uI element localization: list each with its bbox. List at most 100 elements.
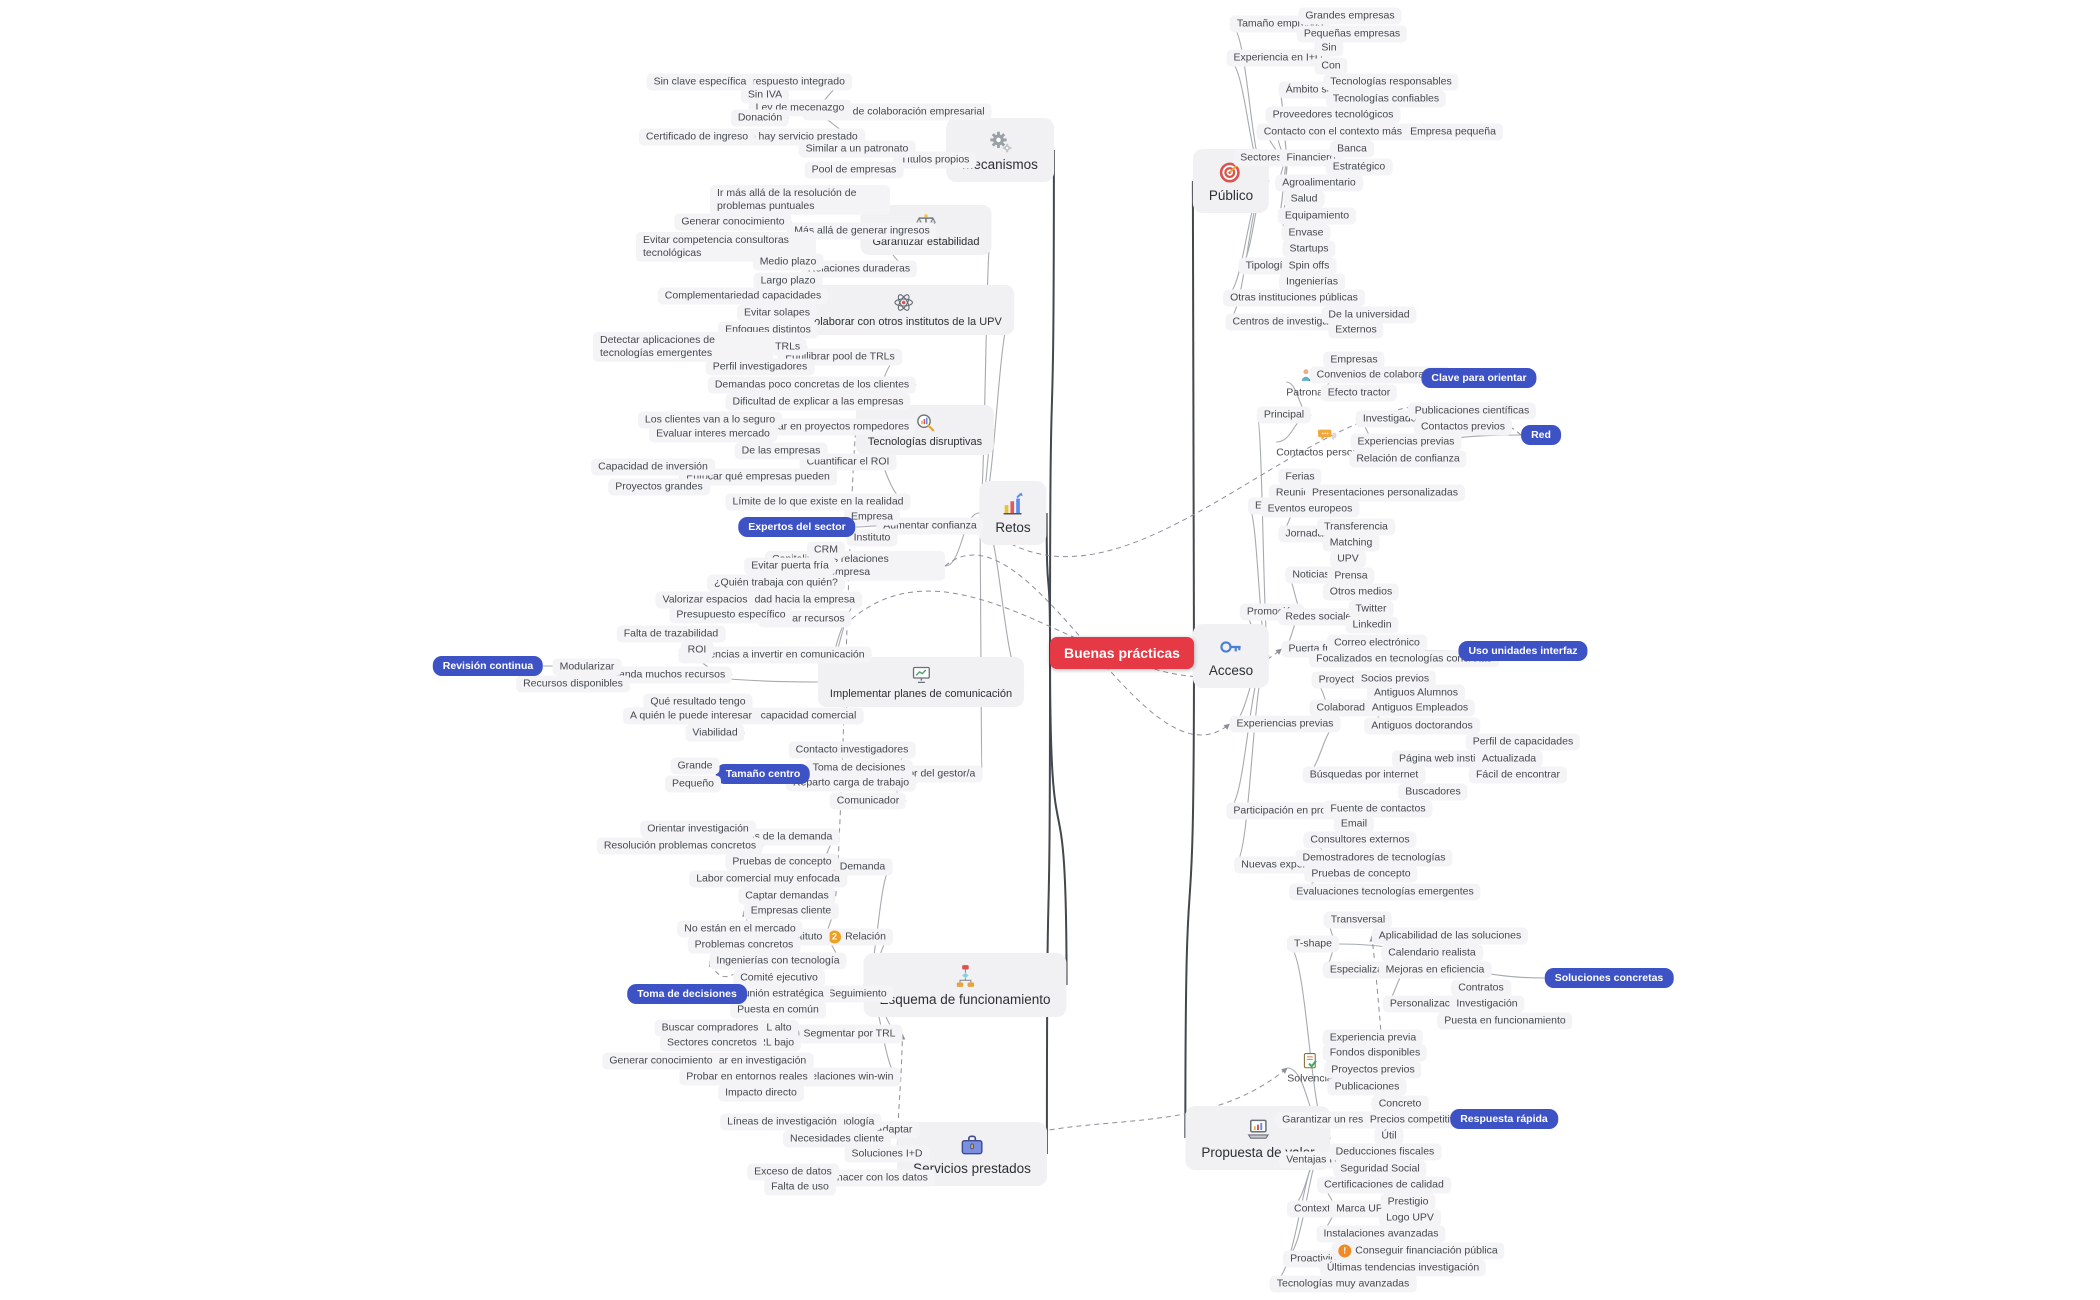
node-pr-precios[interactable]: Precios competitivos xyxy=(1362,1111,1474,1129)
node-pr-proyectos[interactable]: Proyectos previos xyxy=(1324,1061,1422,1079)
node-r-irmas[interactable]: Ir más allá de la resolución de problema… xyxy=(710,184,890,216)
node-a-socios[interactable]: Socios previos xyxy=(1353,670,1437,688)
node-e-nomercado[interactable]: No están en el mercado xyxy=(677,920,803,938)
node-center[interactable]: Buenas prácticas xyxy=(1050,637,1194,669)
node-a-pagina[interactable]: Página web instituto xyxy=(1392,750,1500,768)
node-retos[interactable]: Retos xyxy=(979,481,1047,545)
node-p-spinoffs[interactable]: Spin offs xyxy=(1281,257,1337,275)
node-t-puestafunc[interactable]: Puesta en funcionamiento xyxy=(1437,1012,1573,1030)
node-a-doctorandos[interactable]: Antiguos doctorandos xyxy=(1364,717,1480,735)
node-r-relaciones[interactable]: Relaciones duraderas xyxy=(800,260,918,278)
node-resp-badge[interactable]: Respuesta rápida xyxy=(1450,1109,1558,1129)
node-p-conf[interactable]: Tecnologías confiables xyxy=(1325,90,1447,108)
node-e-pruebas[interactable]: Pruebas de concepto xyxy=(725,853,839,871)
node-pr-seguridad[interactable]: Seguridad Social xyxy=(1333,1160,1427,1178)
node-e-generar[interactable]: Generar conocimiento xyxy=(602,1052,720,1070)
node-r-masalla[interactable]: Más allá de generar ingresos xyxy=(787,222,937,240)
node-a-facil[interactable]: Fácil de encontrar xyxy=(1468,766,1568,784)
node-a-expprev1[interactable]: Experiencias previas xyxy=(1350,433,1462,451)
node-r-colaborar[interactable]: Colaborar con otros institutos de la UPV xyxy=(794,285,1014,335)
node-p-externos[interactable]: Externos xyxy=(1328,321,1384,339)
node-r-aumentar[interactable]: Aumentar confianza xyxy=(876,517,984,535)
node-pr-prestigio[interactable]: Prestigio xyxy=(1380,1193,1436,1211)
node-pr-expprev[interactable]: Experiencia previa xyxy=(1322,1029,1424,1047)
node-m-siniva[interactable]: Sin IVA xyxy=(740,86,790,104)
node-uso-badge[interactable]: Uso unidades interfaz xyxy=(1458,641,1588,661)
node-a-empleados[interactable]: Antiguos Empleados xyxy=(1364,699,1476,717)
node-m-donacion[interactable]: Donación xyxy=(730,109,790,127)
node-a-evaluaciones[interactable]: Evaluaciones tecnologías emergentes xyxy=(1289,883,1481,901)
node-clave-badge[interactable]: Clave para orientar xyxy=(1421,368,1537,388)
node-l-comunicador[interactable]: Comunicador xyxy=(829,792,907,810)
node-p-resp[interactable]: Tecnologías responsables xyxy=(1323,73,1459,91)
node-a-transferencia[interactable]: Transferencia xyxy=(1317,518,1395,536)
node-tam-badge[interactable]: Tamaño centro xyxy=(715,764,811,784)
node-pr-publicaciones[interactable]: Publicaciones xyxy=(1327,1078,1407,1096)
node-p-equipamiento[interactable]: Equipamiento xyxy=(1277,207,1357,225)
node-e-ingenierias[interactable]: Ingenierías con tecnología xyxy=(709,952,847,970)
node-t-shape[interactable]: T-shape xyxy=(1287,935,1339,953)
node-t-mejoras[interactable]: Mejoras en eficiencia xyxy=(1378,961,1492,979)
node-i-viabilidad[interactable]: Viabilidad xyxy=(685,724,745,742)
node-r-solapes[interactable]: Evitar solapes xyxy=(737,304,817,322)
node-a-ferias[interactable]: Ferias xyxy=(1278,468,1322,486)
node-s-lineas[interactable]: Líneas de investigación xyxy=(720,1113,844,1131)
node-r-perfil[interactable]: Perfil investigadores xyxy=(705,358,815,376)
node-e-puesta[interactable]: Puesta en común xyxy=(730,1001,826,1019)
node-r-delasempresas[interactable]: De las empresas xyxy=(734,442,828,460)
node-esq[interactable]: Esquema de funcionamiento xyxy=(863,953,1067,1017)
node-a-twitter[interactable]: Twitter xyxy=(1348,600,1394,618)
node-m-pool[interactable]: Pool de empresas xyxy=(804,161,904,179)
node-pr-ultimas[interactable]: Últimas tendencias investigación xyxy=(1319,1259,1487,1277)
node-m-presupuesto[interactable]: Prespuesto integrado xyxy=(738,73,852,91)
node-r-puertafria[interactable]: Evitar puerta fría xyxy=(744,557,836,575)
node-p-universidad[interactable]: De la universidad xyxy=(1321,306,1417,324)
node-a-linkedin[interactable]: Linkedin xyxy=(1345,616,1399,634)
node-r-empresa[interactable]: Empresa xyxy=(843,508,901,526)
node-sol-badge[interactable]: Soluciones concretas xyxy=(1544,968,1674,988)
node-mec[interactable]: Mecanismos xyxy=(946,118,1054,182)
node-s-faltauso[interactable]: Falta de uso xyxy=(764,1178,836,1196)
node-p-sectores[interactable]: Sectores xyxy=(1233,149,1289,167)
node-a-actualizada[interactable]: Actualizada xyxy=(1474,750,1544,768)
node-l-contacto[interactable]: Contacto investigadores xyxy=(788,741,916,759)
node-e-empresascl[interactable]: Empresas cliente xyxy=(743,902,839,920)
node-a-publicacionesc[interactable]: Publicaciones científicas xyxy=(1407,402,1537,420)
node-a-prensa[interactable]: Prensa xyxy=(1327,567,1375,585)
node-i-aquien[interactable]: A quién le puede interesar xyxy=(622,707,760,725)
node-r-evaluar[interactable]: Evaluar interes mercado xyxy=(649,425,777,443)
node-m-sinclave[interactable]: Sin clave específica xyxy=(646,73,754,91)
node-s-exceso[interactable]: Exceso de datos xyxy=(747,1163,839,1181)
node-e-sectoresc[interactable]: Sectores concretos xyxy=(660,1034,764,1052)
node-a-demostradores[interactable]: Demostradores de tecnologías xyxy=(1295,849,1453,867)
node-exp-badge[interactable]: Expertos del sector xyxy=(738,517,856,537)
node-p-envase[interactable]: Envase xyxy=(1281,224,1331,242)
node-a-perfilcap[interactable]: Perfil de capacidades xyxy=(1465,733,1581,751)
node-p-salud[interactable]: Salud xyxy=(1283,190,1325,208)
node-p-agro[interactable]: Agroalimentario xyxy=(1275,174,1363,192)
node-t-investigacion[interactable]: Investigación xyxy=(1449,995,1525,1013)
node-r-limite[interactable]: Límite de lo que existe en la realidad xyxy=(725,493,911,511)
node-s-quehacer[interactable]: Qué hacer con los datos xyxy=(807,1169,935,1187)
node-s-necesidades[interactable]: Necesidades cliente xyxy=(783,1130,891,1148)
node-e-orientar[interactable]: Orientar investigación xyxy=(640,820,756,838)
node-i-reticencias[interactable]: Reticencias a invertir en comunicación xyxy=(678,646,872,664)
node-p-con[interactable]: Con xyxy=(1314,57,1348,75)
node-p-exp[interactable]: Experiencia en I+D xyxy=(1226,49,1330,67)
node-pr-tecav[interactable]: Tecnologías muy avanzadas xyxy=(1269,1275,1417,1293)
node-pr-conseguir[interactable]: !Conseguir financiación pública xyxy=(1331,1242,1505,1260)
node-pr-contexto[interactable]: Contexto xyxy=(1286,1200,1344,1218)
node-r-detectar[interactable]: Detectar aplicaciones de tecnologías eme… xyxy=(593,331,773,363)
node-a-empresas[interactable]: Empresas xyxy=(1323,351,1385,369)
node-pr-instalaciones[interactable]: Instalaciones avanzadas xyxy=(1316,1225,1446,1243)
node-e-problemas[interactable]: Problemas concretos xyxy=(687,936,801,954)
node-a-busquedas[interactable]: Búsquedas por internet xyxy=(1302,766,1426,784)
node-a-efecto[interactable]: Efecto tractor xyxy=(1320,384,1398,402)
node-a-relconf[interactable]: Relación de confianza xyxy=(1349,450,1467,468)
node-a-buscadores[interactable]: Buscadores xyxy=(1398,783,1468,801)
node-e-probar[interactable]: Probar en entornos reales xyxy=(679,1068,815,1086)
node-s-soluciones[interactable]: Soluciones I+D xyxy=(844,1145,930,1163)
node-r-demandas[interactable]: Demandas poco concretas de los clientes xyxy=(707,376,917,394)
node-i-presupuesto[interactable]: Presupuesto específico xyxy=(669,606,793,624)
